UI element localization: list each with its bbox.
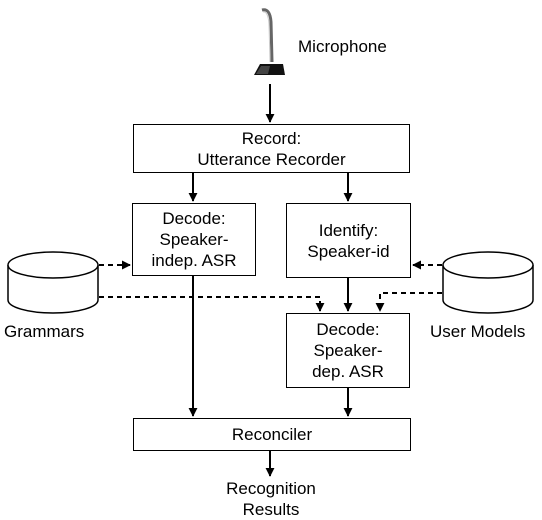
decode-dep-title: Decode: bbox=[316, 320, 380, 339]
results-line2: Results bbox=[242, 500, 300, 519]
identify-box: Identify: Speaker-id bbox=[286, 203, 411, 278]
identify-subtitle: Speaker-id bbox=[307, 241, 390, 261]
grammars-to-decode-dep-arrow bbox=[99, 296, 325, 312]
identify-title: Identify: bbox=[318, 220, 379, 240]
user-models-database bbox=[442, 251, 534, 314]
results-line1: Recognition bbox=[226, 479, 316, 498]
record-box: Record: Utterance Recorder bbox=[133, 124, 410, 173]
decode-dep-line3: dep. ASR bbox=[312, 362, 384, 381]
record-subtitle: Utterance Recorder bbox=[197, 149, 346, 169]
recognition-results-label: Recognition Results bbox=[206, 478, 336, 520]
reconciler-box: Reconciler bbox=[133, 418, 411, 451]
decode-dep-box: Decode: Speaker- dep. ASR bbox=[286, 313, 410, 388]
reconciler-label: Reconciler bbox=[231, 425, 313, 444]
microphone-label: Microphone bbox=[298, 37, 387, 56]
decode-dep-line2: Speaker- bbox=[313, 341, 383, 360]
grammars-label: Grammars bbox=[4, 322, 85, 341]
decode-indep-line3: indep. ASR bbox=[151, 251, 237, 270]
decode-indep-line2: Speaker- bbox=[159, 230, 229, 249]
user-models-label: User Models bbox=[430, 322, 526, 341]
microphone-icon bbox=[254, 8, 285, 75]
record-title: Record: bbox=[241, 128, 302, 148]
decode-indep-box: Decode: Speaker- indep. ASR bbox=[132, 203, 256, 276]
grammars-database bbox=[7, 251, 99, 314]
user-models-to-decode-dep-arrow bbox=[375, 292, 442, 312]
decode-indep-title: Decode: bbox=[162, 209, 226, 228]
